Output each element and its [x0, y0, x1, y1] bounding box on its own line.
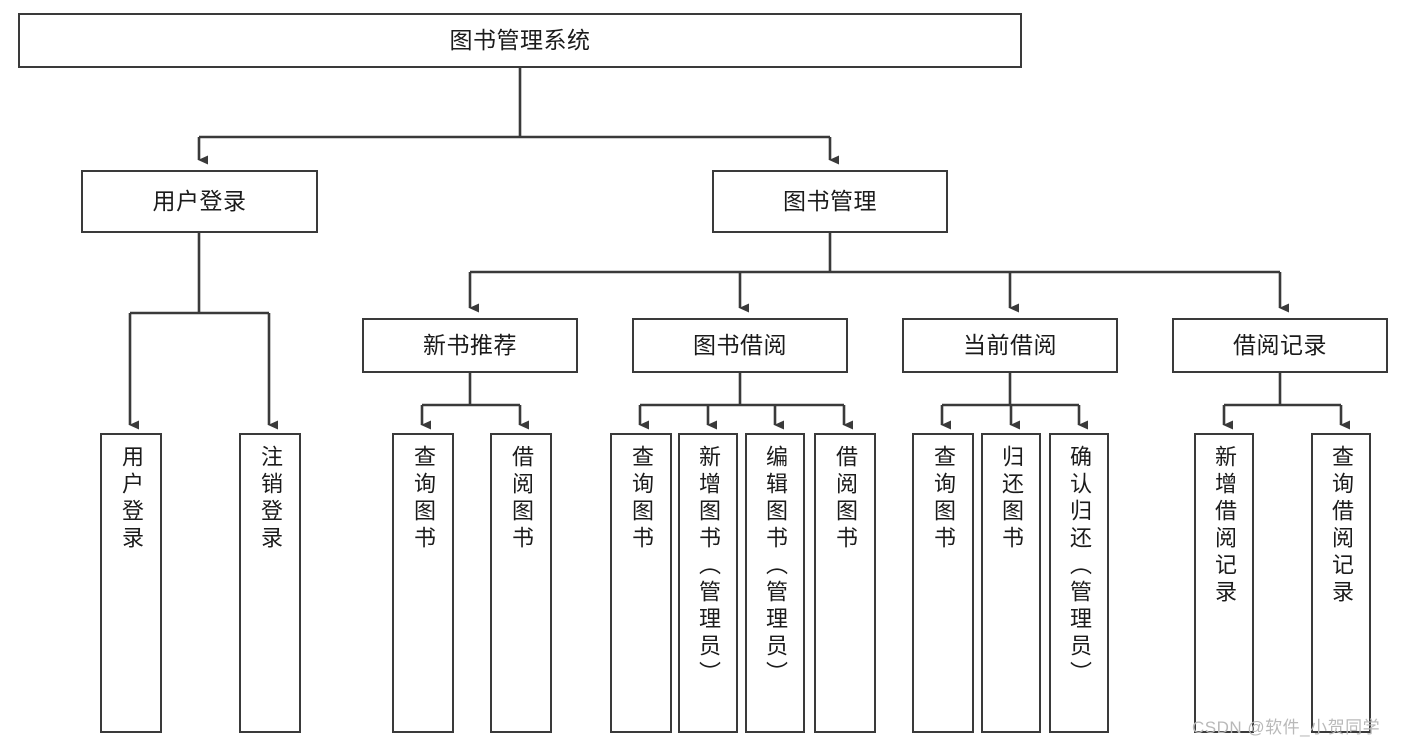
node-leaf-add-book[interactable]: 新增图书（管理员） — [678, 433, 738, 733]
node-leaf-return-book[interactable]: 归还图书 — [981, 433, 1041, 733]
node-leaf-borrow-book-2-label: 借阅图书 — [833, 445, 858, 553]
node-root[interactable]: 图书管理系统 — [18, 13, 1022, 68]
node-leaf-user-logout-label: 注销登录 — [258, 445, 283, 553]
node-leaf-query-book-1[interactable]: 查询图书 — [392, 433, 454, 733]
node-leaf-return-book-label: 归还图书 — [999, 445, 1024, 553]
node-leaf-query-book-3-label: 查询图书 — [931, 445, 956, 553]
node-leaf-add-record[interactable]: 新增借阅记录 — [1194, 433, 1254, 733]
node-leaf-confirm-return-label: 确认归还（管理员） — [1067, 445, 1092, 688]
node-leaf-borrow-book-1[interactable]: 借阅图书 — [490, 433, 552, 733]
node-current-borrow[interactable]: 当前借阅 — [902, 318, 1118, 373]
node-book-borrow[interactable]: 图书借阅 — [632, 318, 848, 373]
node-leaf-query-book-3[interactable]: 查询图书 — [912, 433, 974, 733]
node-new-book-rec-label: 新书推荐 — [423, 331, 517, 358]
node-root-label: 图书管理系统 — [449, 26, 591, 53]
node-borrow-record[interactable]: 借阅记录 — [1172, 318, 1388, 373]
node-leaf-borrow-book-1-label: 借阅图书 — [509, 445, 534, 553]
node-book-manage-label: 图书管理 — [783, 187, 877, 214]
node-leaf-add-book-label: 新增图书（管理员） — [696, 445, 721, 688]
node-leaf-borrow-book-2[interactable]: 借阅图书 — [814, 433, 876, 733]
node-leaf-query-record[interactable]: 查询借阅记录 — [1311, 433, 1371, 733]
node-current-borrow-label: 当前借阅 — [963, 331, 1057, 358]
node-leaf-user-logout[interactable]: 注销登录 — [239, 433, 301, 733]
node-borrow-record-label: 借阅记录 — [1233, 331, 1327, 358]
watermark: CSDN @软件_小贺同学 — [1192, 718, 1381, 737]
node-leaf-query-book-2-label: 查询图书 — [629, 445, 654, 553]
node-book-borrow-label: 图书借阅 — [693, 331, 787, 358]
node-leaf-edit-book-label: 编辑图书（管理员） — [763, 445, 788, 688]
node-book-manage[interactable]: 图书管理 — [712, 170, 948, 233]
node-leaf-query-record-label: 查询借阅记录 — [1329, 445, 1354, 607]
node-leaf-query-book-1-label: 查询图书 — [411, 445, 436, 553]
node-leaf-user-login-label: 用户登录 — [119, 445, 144, 553]
node-new-book-rec[interactable]: 新书推荐 — [362, 318, 578, 373]
node-leaf-query-book-2[interactable]: 查询图书 — [610, 433, 672, 733]
node-leaf-add-record-label: 新增借阅记录 — [1212, 445, 1237, 607]
node-leaf-edit-book[interactable]: 编辑图书（管理员） — [745, 433, 805, 733]
node-user-login[interactable]: 用户登录 — [81, 170, 318, 233]
node-leaf-confirm-return[interactable]: 确认归还（管理员） — [1049, 433, 1109, 733]
node-user-login-label: 用户登录 — [152, 187, 247, 214]
node-leaf-user-login[interactable]: 用户登录 — [100, 433, 162, 733]
